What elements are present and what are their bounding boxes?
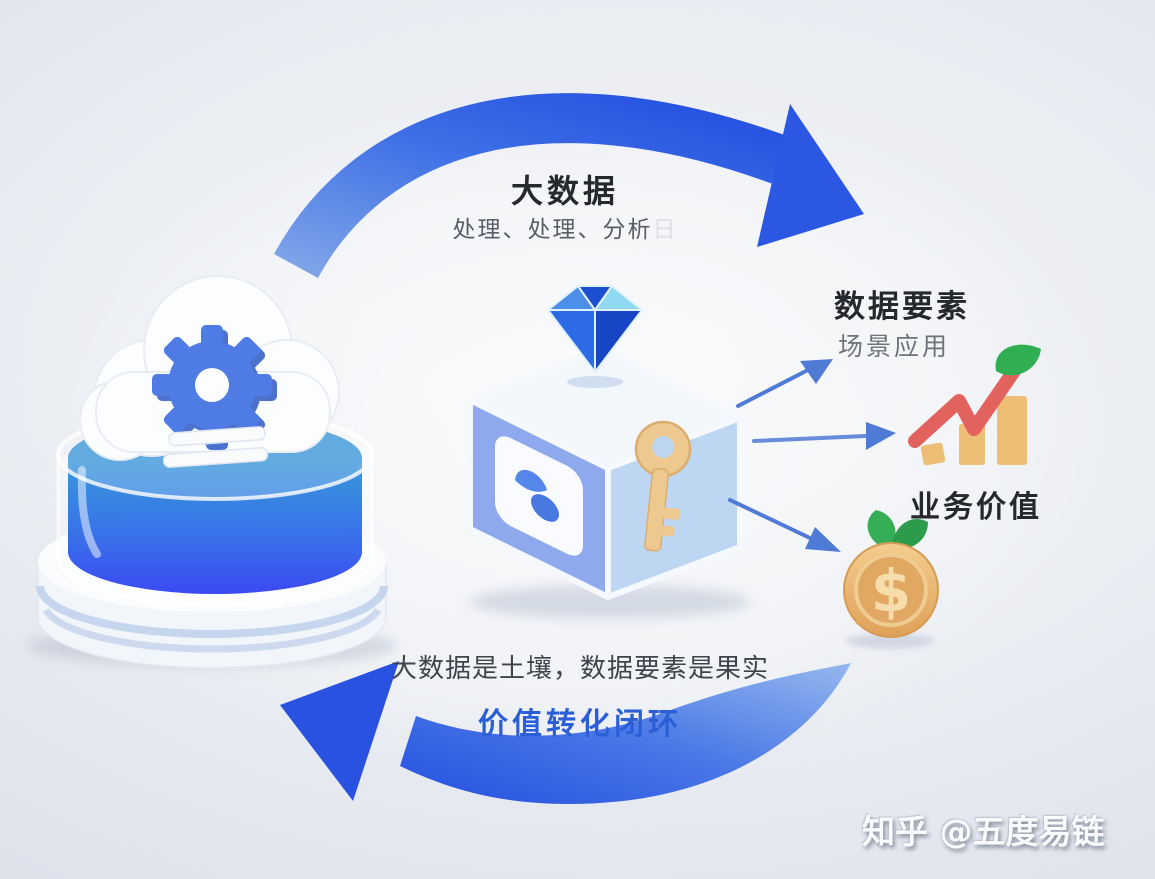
- growth-chart-icon: [908, 344, 1041, 466]
- top-arrowhead-icon: [757, 104, 864, 247]
- coin-icon: $: [843, 510, 939, 649]
- data-elements-subtitle: 场景应用: [838, 332, 951, 361]
- key-icon: [634, 420, 692, 552]
- arrow-to-coin: [728, 498, 841, 552]
- watermark: 知乎 @五度易链: [862, 812, 1105, 851]
- top-flow-arrow: [274, 93, 864, 279]
- leaf-icon: [995, 344, 1041, 376]
- arrow-to-data-elements: [736, 359, 833, 408]
- big-data-subtitle-text: 处理、处理、分析: [452, 217, 653, 243]
- cloud-data-pool-illustration: [27, 275, 397, 669]
- diamond-icon: [547, 285, 643, 388]
- faded-ghost-glyph: 日: [652, 217, 678, 243]
- data-stack-icon: [162, 426, 269, 468]
- connector-arrows: [728, 359, 896, 552]
- bottom-caption: 大数据是土壤，数据要素是果实: [390, 654, 769, 684]
- coin-leaf-left-icon: [867, 510, 896, 548]
- data-cube-illustration: [467, 285, 750, 619]
- dollar-sign: $: [871, 557, 911, 625]
- bottom-arrowhead-icon: [280, 661, 399, 801]
- cube-shadow: [470, 585, 750, 619]
- big-data-title: 大数据: [510, 172, 619, 210]
- data-elements-title: 数据要素: [834, 289, 970, 325]
- business-value-title: 业务价值: [910, 490, 1042, 525]
- trend-line-icon: [908, 364, 1021, 448]
- cube-logo-icon: [495, 436, 583, 556]
- big-data-subtitle: 处理、处理、分析日: [390, 210, 740, 244]
- loop-label: 价值转化闭环: [478, 707, 682, 742]
- arrow-to-chart: [752, 422, 896, 450]
- coin-leaf-right-icon: [892, 518, 928, 549]
- bottom-loop-arrow: [280, 661, 851, 804]
